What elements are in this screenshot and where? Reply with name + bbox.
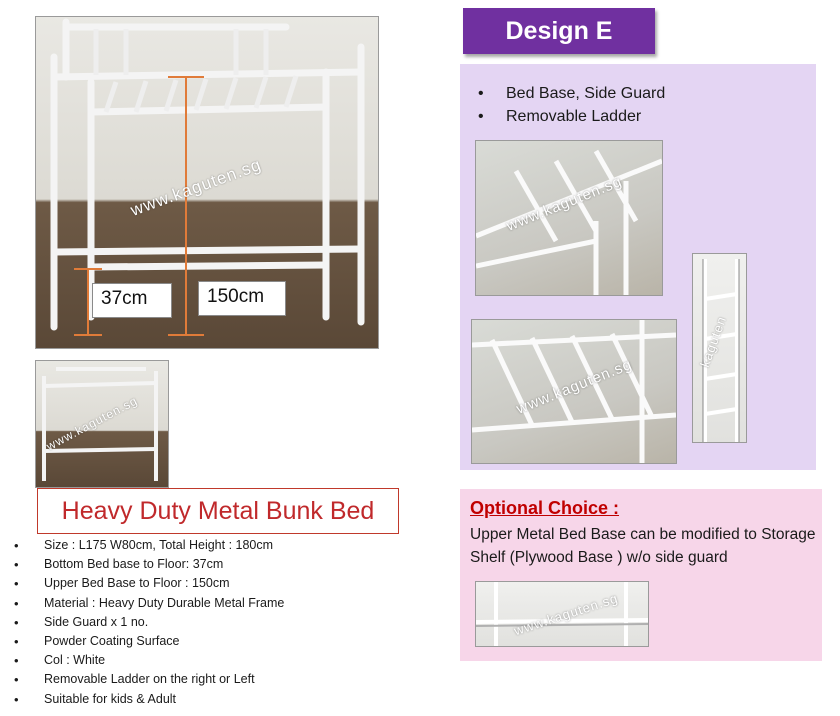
thumbnail-frame-illustration <box>42 367 158 481</box>
spec-item: Side Guard x 1 no. <box>14 613 284 632</box>
bed-base-illustration <box>476 149 662 295</box>
feature-item: Removable Ladder <box>474 105 665 128</box>
spec-item: Powder Coating Surface <box>14 632 284 651</box>
spec-item: Suitable for kids & Adult <box>14 690 284 709</box>
optional-choice-title: Optional Choice : <box>470 498 620 518</box>
spec-item: Col : White <box>14 651 284 670</box>
design-feature-panel: Bed Base, Side Guard Removable Ladder ww… <box>460 64 816 470</box>
feature-list: Bed Base, Side Guard Removable Ladder <box>474 82 665 128</box>
spec-item: Material : Heavy Duty Durable Metal Fram… <box>14 594 284 613</box>
side-guard-photo: www.kaguten.sg <box>471 319 677 464</box>
upper-height-label: 150cm <box>198 281 286 316</box>
side-guard-illustration <box>472 320 676 463</box>
optional-choice-panel: Optional Choice : Upper Metal Bed Base c… <box>460 489 822 661</box>
feature-item: Bed Base, Side Guard <box>474 82 665 105</box>
ladder-photo: kaguten <box>692 253 747 443</box>
ladder-illustration <box>702 259 740 442</box>
bed-base-photo: www.kaguten.sg <box>475 140 663 296</box>
design-label: Design E <box>463 8 655 54</box>
product-title: Heavy Duty Metal Bunk Bed <box>37 488 399 534</box>
spec-item: Upper Bed Base to Floor : 150cm <box>14 574 284 593</box>
storage-shelf-illustration <box>476 582 648 646</box>
spec-list: Size : L175 W80cm, Total Height : 180cm … <box>14 536 284 709</box>
spec-item: Removable Ladder on the right or Left <box>14 670 284 689</box>
storage-shelf-photo: www.kaguten.sg <box>475 581 649 647</box>
spec-item: Bottom Bed base to Floor: 37cm <box>14 555 284 574</box>
bottom-height-label: 37cm <box>92 283 172 318</box>
optional-choice-text: Upper Metal Bed Base can be modified to … <box>470 526 816 566</box>
bunk-bed-thumbnail[interactable]: www.kaguten.sg <box>35 360 169 488</box>
spec-item: Size : L175 W80cm, Total Height : 180cm <box>14 536 284 555</box>
bunk-bed-frame-illustration <box>50 18 365 336</box>
